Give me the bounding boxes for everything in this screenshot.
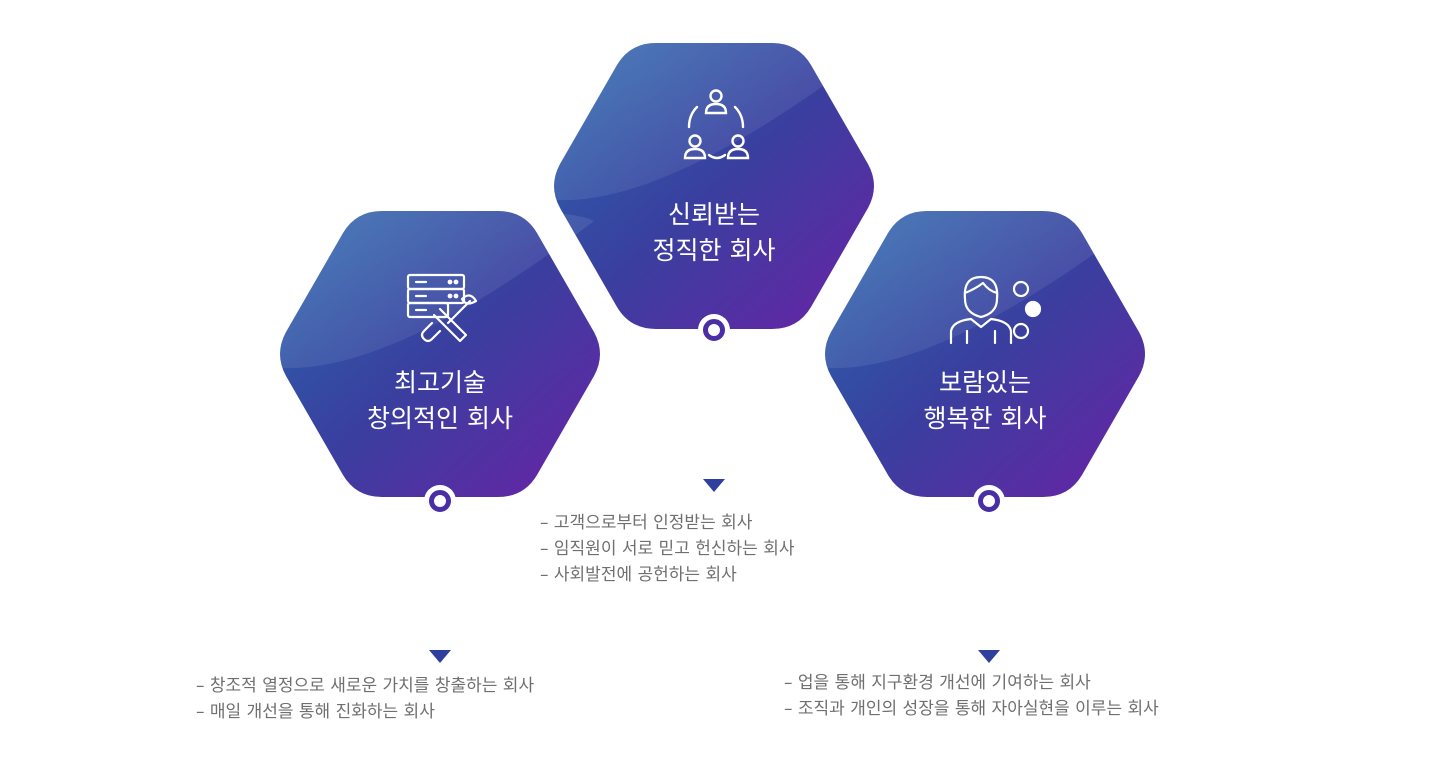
marker-tech <box>424 485 456 517</box>
marker-happy <box>973 485 1005 517</box>
hexagon-happy-title: 보람있는 행복한 회사 <box>819 365 1151 437</box>
hexagon-tech-title-line1: 최고기술 <box>393 368 486 397</box>
connector-happy <box>987 521 991 643</box>
connector-tech <box>438 521 442 643</box>
hexagon-happy-shape <box>824 211 1145 497</box>
description-happy-item: – 조직과 개인의 성장을 통해 자아실현을 이루는 회사 <box>784 699 1159 719</box>
description-happy: – 업을 통해 지구환경 개선에 기여하는 회사 – 조직과 개인의 성장을 통… <box>784 670 1159 722</box>
hexagon-happy-title-line1: 보람있는 <box>938 368 1031 397</box>
arrow-down-icon-happy <box>978 650 1000 663</box>
description-tech-item: – 매일 개선을 통해 진화하는 회사 <box>196 702 435 722</box>
people-cycle-icon <box>683 89 750 160</box>
hexagon-trust: 신뢰받는 정직한 회사 <box>548 35 880 337</box>
hexagon-trust-title: 신뢰받는 정직한 회사 <box>548 197 880 269</box>
marker-trust <box>698 314 730 346</box>
arrow-down-icon-tech <box>429 650 451 663</box>
description-trust-item: – 고객으로부터 인정받는 회사 <box>540 513 753 533</box>
hexagon-trust-shape <box>553 43 874 329</box>
hexagon-trust-title-line2: 정직한 회사 <box>652 236 776 265</box>
description-tech-item: – 창조적 열정으로 새로운 가치를 창출하는 회사 <box>196 676 535 696</box>
person-idea-icon <box>949 275 1042 345</box>
hexagon-tech-shape <box>279 211 600 497</box>
connector-trust <box>712 350 716 472</box>
description-trust: – 고객으로부터 인정받는 회사 – 임직원이 서로 믿고 헌신하는 회사 – … <box>540 510 794 588</box>
description-trust-item: – 사회발전에 공헌하는 회사 <box>540 565 737 585</box>
arrow-down-icon-trust <box>703 479 725 492</box>
hexagon-tech-title-line2: 창의적인 회사 <box>367 404 513 433</box>
hexagon-trust-title-line1: 신뢰받는 <box>667 200 760 229</box>
server-tools-icon <box>406 273 478 343</box>
hexagon-happy: 보람있는 행복한 회사 <box>819 203 1151 505</box>
hexagon-tech-title: 최고기술 창의적인 회사 <box>274 365 606 437</box>
description-tech: – 창조적 열정으로 새로운 가치를 창출하는 회사 – 매일 개선을 통해 진… <box>196 673 534 725</box>
hexagon-happy-title-line2: 행복한 회사 <box>923 404 1047 433</box>
description-trust-item: – 임직원이 서로 믿고 헌신하는 회사 <box>540 539 795 559</box>
description-happy-item: – 업을 통해 지구환경 개선에 기여하는 회사 <box>784 673 1091 693</box>
hexagon-tech: 최고기술 창의적인 회사 <box>274 203 606 505</box>
